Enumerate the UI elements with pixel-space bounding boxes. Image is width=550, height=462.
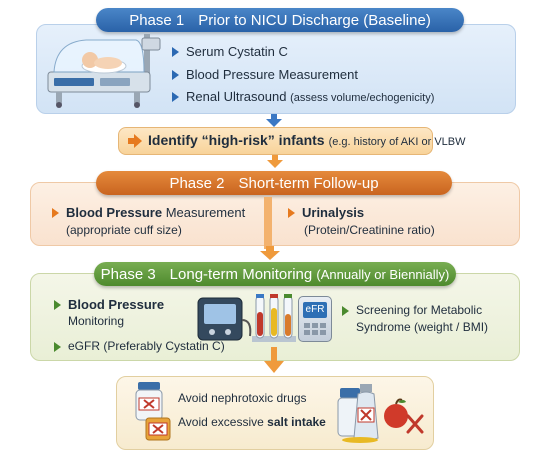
phase3-title-note: (Annually or Biennially) xyxy=(316,266,450,282)
arrow-right-icon xyxy=(128,134,142,148)
phase2-item-bp: Blood Pressure Measurement xyxy=(52,204,245,221)
identify-bar xyxy=(118,127,433,155)
phase3-item-bp: Blood Pressure xyxy=(54,296,164,313)
phase1-label: Phase 1 xyxy=(129,11,185,29)
avoid-drugs: Avoid nephrotoxic drugs xyxy=(178,390,307,407)
phase2-urinalysis-bold: Urinalysis xyxy=(302,205,365,220)
avoid-salt: Avoid excessive salt intake xyxy=(178,414,326,431)
phase3-bp-bold: Blood Pressure xyxy=(68,297,165,312)
bullet-icon xyxy=(54,300,61,310)
phase2-divider xyxy=(264,197,272,249)
phase1-item-ultrasound: Renal Ultrasound (assess volume/echogeni… xyxy=(172,88,434,107)
incubator-icon xyxy=(47,34,161,108)
phase1-item-cystatin: Serum Cystatin C xyxy=(172,43,288,60)
bullet-icon xyxy=(54,342,61,352)
bullet-icon xyxy=(52,208,59,218)
phase3-metabolic-line1: Screening for Metabolic xyxy=(356,303,483,317)
phase1-item-text: Blood Pressure Measurement xyxy=(186,67,358,82)
egfr-device-keys xyxy=(304,323,326,335)
phase2-item-urinalysis: Urinalysis xyxy=(288,204,364,221)
phase3-title: Long-term Monitoring xyxy=(169,265,313,283)
salt-shaker-icon xyxy=(337,384,379,443)
bullet-icon xyxy=(172,92,179,102)
phase2-header: Phase 2 Short-term Follow-up xyxy=(96,171,452,195)
phase3-bp-note: Monitoring xyxy=(68,314,125,328)
bullet-icon xyxy=(172,70,179,80)
arrow-down-icon xyxy=(260,246,280,260)
phase3-label: Phase 3 xyxy=(100,265,156,283)
phase1-title: Prior to NICU Discharge (Baseline) xyxy=(198,11,431,29)
identify-bold: Identify “high-risk” infants xyxy=(148,132,325,148)
phase1-item-text: Serum Cystatin C xyxy=(186,44,288,59)
bullet-icon xyxy=(172,47,179,57)
identify-text: Identify “high-risk” infants (e.g. histo… xyxy=(148,132,466,151)
phase2-label: Phase 2 xyxy=(169,174,225,192)
blood-pressure-monitor-icon xyxy=(197,297,252,341)
phase2-title: Short-term Follow-up xyxy=(238,174,379,192)
egfr-device-screen: eFR xyxy=(303,302,327,318)
bullet-icon xyxy=(288,208,295,218)
phase3-egfr-text: eGFR (Preferably Cystatin C) xyxy=(68,339,225,353)
phase2-bp-rest: Measurement xyxy=(165,205,246,220)
bullet-icon xyxy=(342,306,349,316)
phase1-item-note: (assess volume/echogenicity) xyxy=(290,92,435,104)
identify-note: (e.g. history of AKI or VLBW xyxy=(328,136,466,148)
egfr-device-icon: eFR xyxy=(298,296,332,342)
avoid-salt-text: Avoid excessive xyxy=(178,415,268,429)
avoid-salt-bold: salt intake xyxy=(267,415,326,429)
arrow-down-icon xyxy=(267,155,283,168)
phase3-item-metabolic: Screening for Metabolic Syndrome (weight… xyxy=(342,302,488,336)
phase1-header: Phase 1 Prior to NICU Discharge (Baselin… xyxy=(96,8,464,32)
apple-icon xyxy=(384,398,424,434)
test-tubes-icon xyxy=(252,294,296,342)
arrow-down-icon xyxy=(264,347,284,373)
phase3-item-egfr: eGFR (Preferably Cystatin C) xyxy=(54,338,225,355)
phase2-bp-bold: Blood Pressure xyxy=(66,205,163,220)
phase2-urinalysis-note: (Protein/Creatinine ratio) xyxy=(304,223,435,237)
phase1-item-text: Renal Ultrasound xyxy=(186,89,287,104)
phase3-header: Phase 3 Long-term Monitoring (Annually o… xyxy=(94,262,456,286)
phase1-item-bp: Blood Pressure Measurement xyxy=(172,66,358,83)
avoid-drugs-text: Avoid nephrotoxic drugs xyxy=(178,391,307,405)
medicine-bottle-icon xyxy=(135,382,171,441)
phase2-bp-note: (appropriate cuff size) xyxy=(66,223,182,237)
phase3-metabolic-line2: Syndrome (weight / BMI) xyxy=(356,320,489,334)
arrow-down-icon xyxy=(266,114,282,127)
